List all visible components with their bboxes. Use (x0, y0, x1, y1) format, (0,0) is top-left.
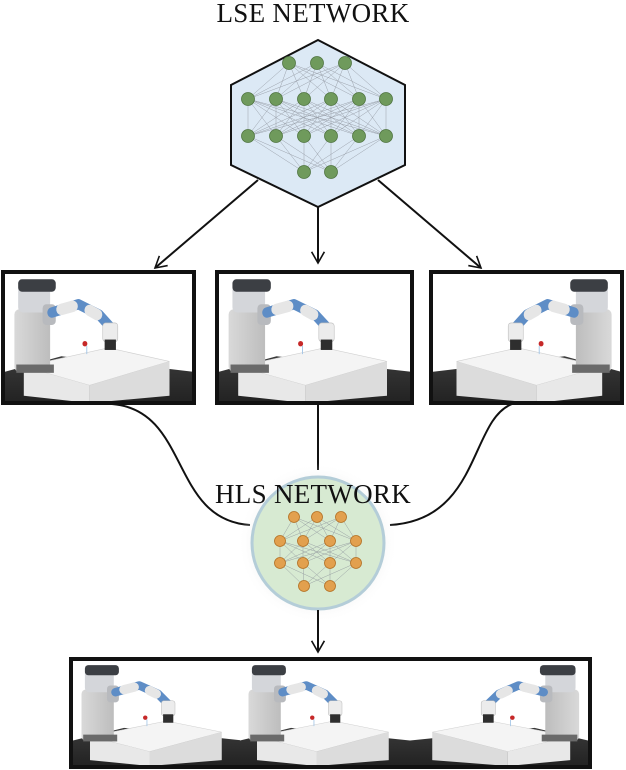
network-edge (303, 62, 346, 100)
network-edge (279, 562, 331, 587)
hls-node (335, 511, 347, 523)
network-edge (302, 562, 331, 587)
lse-output-arrows (153, 179, 483, 270)
network-edge (247, 135, 305, 173)
lse-node (324, 92, 338, 106)
network-edge (275, 98, 387, 137)
lse-network (230, 38, 406, 209)
lse-node (310, 56, 324, 70)
hls-network-title: HLS NETWORK (214, 479, 412, 509)
lse-node (338, 56, 352, 70)
network-edge (247, 98, 360, 137)
lse-node (379, 92, 393, 106)
robot-frame-1 (1, 270, 196, 405)
network-edge (358, 98, 387, 137)
lse-node (241, 129, 255, 143)
network-edge (330, 135, 387, 173)
output-strip (69, 657, 592, 769)
network-edge (247, 62, 290, 100)
arrow-to-frame-1 (153, 179, 259, 270)
curve-from-frame-3 (389, 403, 513, 526)
hls-node (298, 580, 310, 592)
robot-frame-3 (429, 270, 624, 405)
network-edge (302, 540, 357, 564)
network-edge (247, 98, 387, 137)
hls-input-curves (111, 403, 513, 526)
network-edge (293, 516, 357, 542)
hls-network (238, 463, 398, 623)
robot-frame-2 (215, 270, 414, 405)
lse-node (297, 165, 311, 179)
hls-node (274, 535, 286, 547)
network-edge (303, 135, 387, 173)
lse-node (352, 92, 366, 106)
hls-node (288, 511, 300, 523)
hls-node (350, 557, 362, 569)
network-edge (275, 135, 332, 173)
network-edge (344, 62, 387, 100)
network-edge (247, 98, 332, 137)
network-edge (279, 516, 342, 542)
network-edge (302, 516, 342, 542)
network-edge (303, 135, 360, 173)
network-edge (279, 516, 318, 542)
network-edge (293, 516, 331, 542)
lse-node (241, 92, 255, 106)
hls-node (297, 535, 309, 547)
network-edge (247, 62, 318, 100)
lse-network-title: LSE NETWORK (216, 0, 410, 28)
hls-node (311, 511, 323, 523)
hls-node (297, 557, 309, 569)
network-edge (303, 135, 332, 173)
network-edge (247, 62, 346, 100)
curve-from-frame-1 (111, 403, 251, 526)
lse-node (269, 129, 283, 143)
lse-node (269, 92, 283, 106)
network-edge (279, 540, 357, 564)
hls-node (350, 535, 362, 547)
network-edge (275, 135, 305, 173)
hls-nodes (274, 511, 362, 592)
lse-node (352, 129, 366, 143)
network-edge (316, 516, 357, 542)
arrow-to-frame-3 (377, 179, 483, 270)
network-edge (303, 98, 387, 137)
lse-node (324, 129, 338, 143)
hls-node (324, 580, 336, 592)
lse-node (297, 129, 311, 143)
hls-node (324, 557, 336, 569)
lse-node (379, 129, 393, 143)
lse-node (282, 56, 296, 70)
hls-node (324, 535, 336, 547)
hls-node (274, 557, 286, 569)
hls-circle (250, 475, 386, 611)
lse-node (297, 92, 311, 106)
network-edge (330, 98, 387, 137)
network-edge (275, 62, 346, 100)
network-edge (247, 98, 277, 137)
network-edge (279, 540, 331, 564)
network-edge (247, 98, 305, 137)
lse-node (324, 165, 338, 179)
output-strip-border (69, 657, 592, 769)
network-edge (303, 562, 357, 587)
lse-nodes (241, 56, 393, 179)
